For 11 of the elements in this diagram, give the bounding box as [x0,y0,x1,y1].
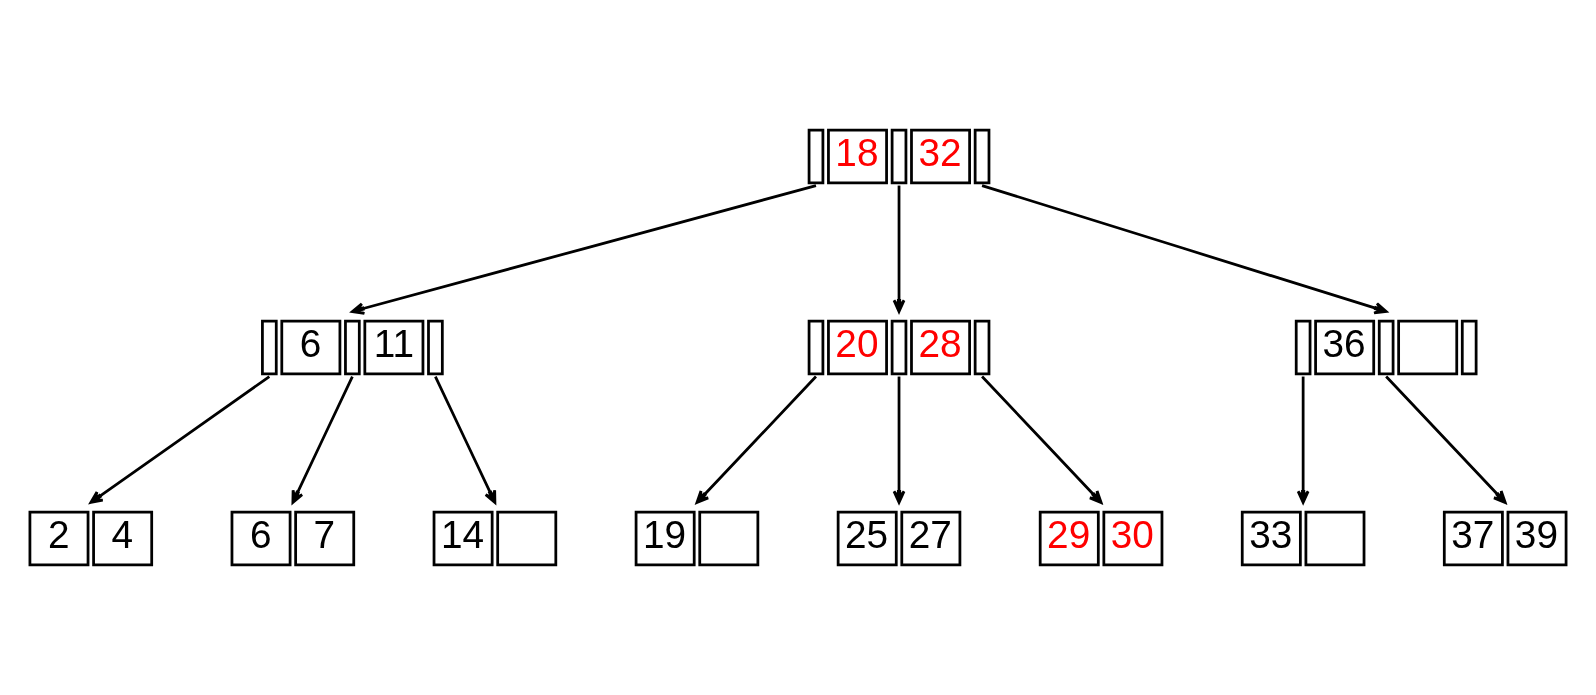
arrow [1296,376,1310,504]
arrow [291,375,354,504]
arrow [981,375,1103,504]
arrow [892,376,906,504]
arrow [892,185,906,313]
arrow [981,184,1388,315]
arrow [89,375,271,504]
arrow [434,375,497,504]
arrow [695,375,817,504]
arrow [1385,375,1507,504]
arrow [351,184,817,315]
